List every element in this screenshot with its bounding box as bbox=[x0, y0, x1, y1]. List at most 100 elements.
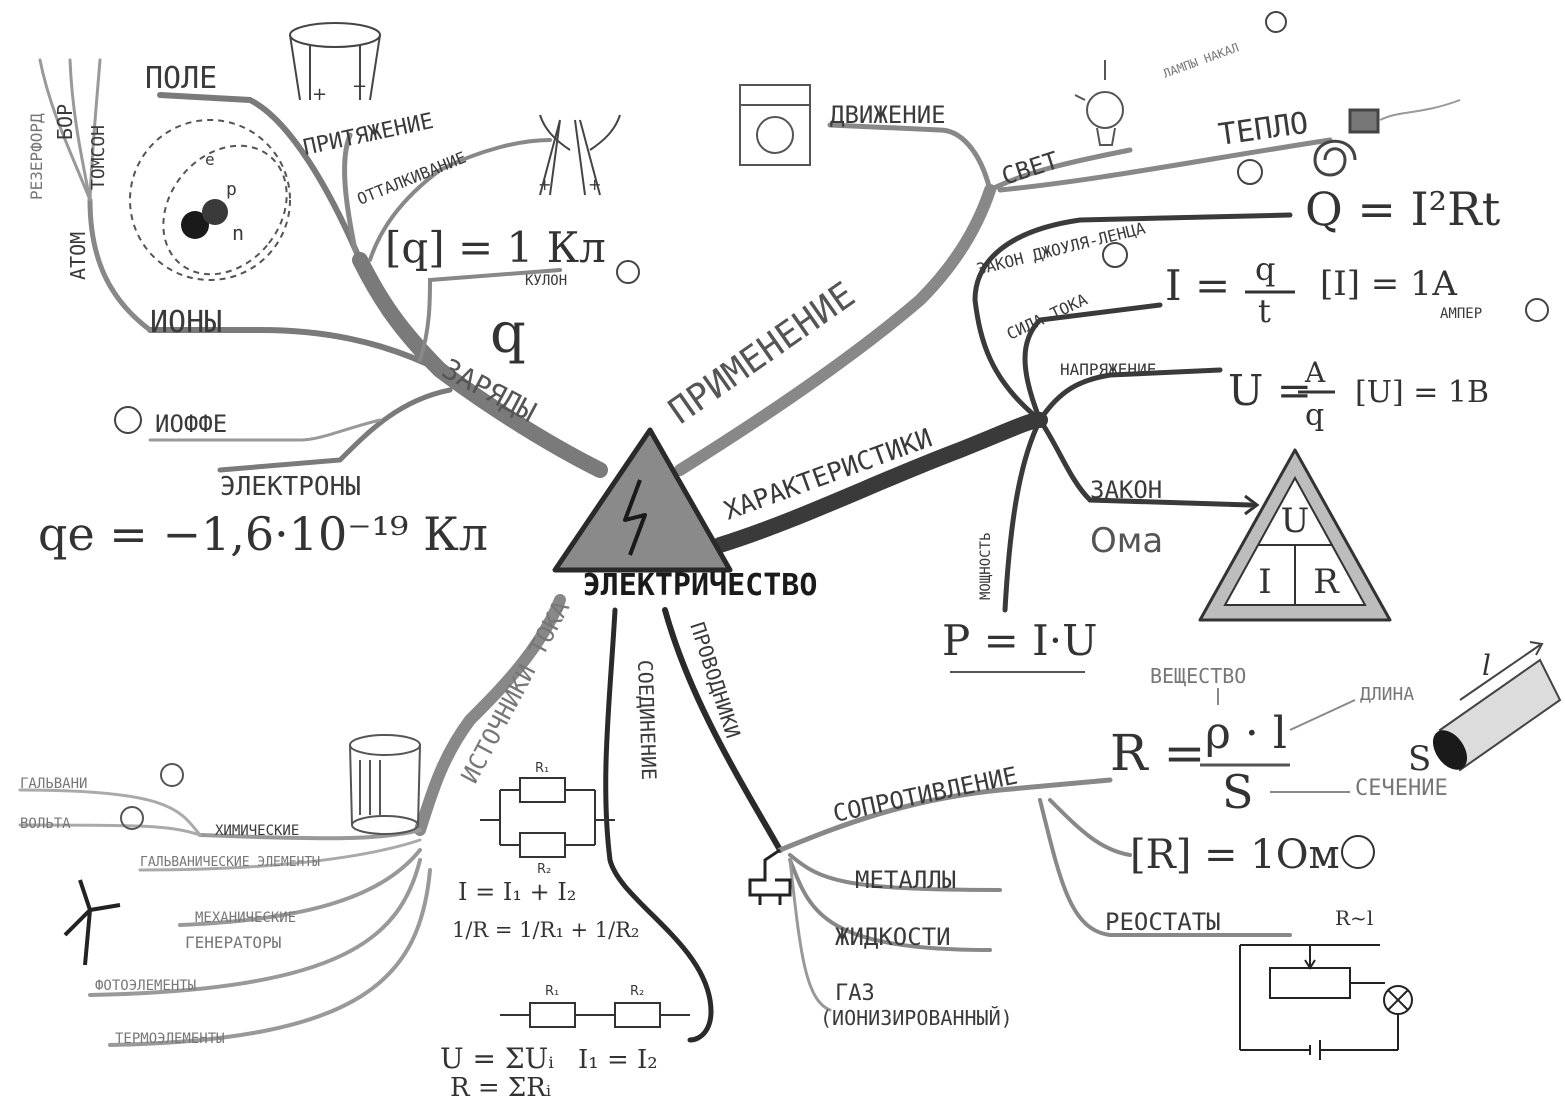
current-unit-name: АМПЕР bbox=[1440, 306, 1482, 322]
branch-sources-to-volta bbox=[18, 823, 202, 837]
atom-orbit bbox=[162, 144, 288, 276]
label-attraction: ПРИТЯЖЕНИЕ bbox=[301, 109, 436, 161]
smiley-icon bbox=[160, 763, 184, 787]
cylinder-icon bbox=[289, 22, 381, 101]
resistor-label: R₁ bbox=[535, 761, 549, 776]
light-bulb-icon bbox=[1074, 60, 1124, 146]
label-galvanic-elements: ГАЛЬВАНИЧЕСКИЕ ЭЛЕМЕНТЫ bbox=[140, 855, 320, 870]
voltage-unit: [U] = 1В bbox=[1355, 375, 1489, 410]
branch-conductors-to-metals bbox=[788, 853, 1002, 892]
series-current-formula: I₁ = I₂ bbox=[578, 1045, 658, 1075]
atom-part-label: p bbox=[226, 179, 237, 200]
label-thomson: ТОМСОН bbox=[88, 125, 109, 190]
current-formula-den: t bbox=[1258, 292, 1271, 330]
label-length: ДЛИНА bbox=[1360, 684, 1414, 705]
label-law-bottom: Ома bbox=[1090, 521, 1163, 561]
characteristics-branch: ХАРАКТЕРИСТИКИ ЗАКОН ДЖОУЛЯ-ЛЕНЦА Q = I²… bbox=[720, 159, 1549, 673]
smiley-icon bbox=[1265, 11, 1287, 33]
label-motion: ДВИЖЕНИЕ bbox=[830, 101, 946, 129]
branch-connection bbox=[603, 607, 714, 1043]
label-section: СЕЧЕНИЕ bbox=[1355, 776, 1448, 801]
heater-spiral-icon bbox=[1313, 99, 1461, 177]
label-gas-top: ГАЗ bbox=[835, 981, 875, 1006]
washing-machine-icon bbox=[739, 84, 811, 166]
series-circuit bbox=[500, 1002, 690, 1028]
atom-part-label: n bbox=[232, 221, 244, 245]
current-unit: [I] = 1А bbox=[1320, 264, 1458, 304]
windmill-icon bbox=[63, 879, 121, 966]
resistance-unit: [R] = 1Ом bbox=[1130, 832, 1340, 878]
label-ioffe: ИОФФЕ bbox=[155, 410, 227, 438]
parallel-current-formula: I = I₁ + I₂ bbox=[458, 878, 576, 906]
label-galvani: ГАЛЬВАНИ bbox=[20, 776, 87, 792]
label-law-top: ЗАКОН bbox=[1090, 476, 1162, 504]
atom-part-label: e bbox=[205, 150, 215, 169]
smiley-icon bbox=[616, 260, 640, 284]
arrow-icon bbox=[1230, 494, 1260, 516]
current-formula-lhs: I = bbox=[1165, 261, 1230, 310]
resistor-label: R₂ bbox=[537, 862, 551, 877]
label-lamps: ЛАМПЫ НАКАЛ bbox=[1161, 40, 1240, 80]
center-label: ЭЛЕКТРИЧЕСТВО bbox=[583, 568, 818, 603]
branch-conductors-to-gas bbox=[788, 858, 832, 1012]
label-voltage: НАПРЯЖЕНИЕ bbox=[1060, 360, 1156, 379]
conductors-branch: ПРОВОДНИКИ СОПРОТИВЛЕНИЕ R = ρ · l S ВЕЩ… bbox=[685, 619, 1562, 1060]
label-repulsion: ОТТАЛКИВАНИЕ bbox=[354, 148, 468, 209]
resistance-formula-den: S bbox=[1222, 765, 1254, 819]
label-bohr: БОР bbox=[53, 104, 77, 140]
branch-sources-to-mechanical bbox=[178, 848, 422, 927]
current-formula-num: q bbox=[1255, 250, 1275, 288]
label-rutherford: РЕЗЕРФОРД bbox=[27, 113, 46, 200]
series-resistance-formula: R = ΣRᵢ bbox=[450, 1073, 551, 1102]
smiley-icon bbox=[1341, 835, 1375, 869]
ohm-triangle-right: R bbox=[1313, 562, 1340, 602]
branch-electrons-to-ioffe bbox=[148, 418, 382, 442]
electron-charge-formula: qe = −1,6·10⁻¹⁹ Кл bbox=[38, 507, 488, 561]
joule-lenz-formula: Q = I²Rt bbox=[1305, 182, 1501, 236]
ohm-triangle: U I R bbox=[1198, 448, 1392, 622]
label-photoelements: ФОТОЭЛЕМЕНТЫ bbox=[95, 978, 196, 994]
branch-characteristics bbox=[712, 412, 1048, 553]
voltage-formula-den: q bbox=[1305, 398, 1324, 433]
warning-triangle-icon bbox=[552, 427, 733, 573]
lightning-bolt-icon bbox=[623, 479, 647, 556]
branch-applications-to-heat bbox=[997, 137, 1333, 193]
series-voltage-formula: U = ΣUᵢ bbox=[440, 1042, 554, 1075]
label-atom: АТОМ bbox=[66, 232, 90, 280]
branch-label-sources: ИСТОЧНИКИ ТОКА bbox=[456, 596, 576, 788]
label-substance: ВЕЩЕСТВО bbox=[1150, 664, 1246, 688]
branch-label-connection: СОЕДИНЕНИЕ bbox=[633, 659, 661, 780]
smiley-icon bbox=[114, 406, 142, 434]
smiley-icon bbox=[1525, 298, 1549, 322]
parallel-circuit bbox=[480, 777, 615, 858]
label-metals: МЕТАЛЛЫ bbox=[855, 866, 956, 894]
branch-sources-to-galv-elem bbox=[138, 838, 422, 872]
atom-diagram bbox=[129, 119, 291, 281]
branch-char-to-joule bbox=[972, 212, 1293, 423]
branch-charges-to-field bbox=[157, 92, 363, 263]
branch-charges-to-ions bbox=[147, 327, 443, 373]
label-thermoelements: ТЕРМОЭЛЕМЕНТЫ bbox=[115, 1031, 225, 1047]
branch-charges-to-electrons bbox=[217, 387, 453, 473]
label-liquids: ЖИДКОСТИ bbox=[835, 923, 951, 951]
branch-label-applications: ПРИМЕНЕНИЕ bbox=[662, 274, 863, 432]
center-node: ЭЛЕКТРИЧЕСТВО bbox=[552, 427, 818, 603]
charge-symbol: q bbox=[490, 301, 526, 366]
resistor-label: R₂ bbox=[630, 984, 644, 999]
branch-sources-to-thermo bbox=[108, 868, 432, 1047]
connector-line bbox=[1289, 699, 1356, 731]
smiley-icon bbox=[1237, 159, 1263, 185]
charges-branch: ЗАРЯДЫ q [q] = 1 Кл КУЛОН ПОЛЕ ПРИТЯЖЕНИ… bbox=[27, 22, 640, 561]
branch-char-to-voltage bbox=[1037, 367, 1223, 423]
plus-sign: + bbox=[312, 84, 327, 105]
branch-conductors bbox=[662, 607, 783, 853]
branch-label-conductors: ПРОВОДНИКИ bbox=[685, 619, 745, 741]
power-formula: P = I·U bbox=[942, 616, 1098, 665]
resistance-formula-num: ρ · l bbox=[1205, 708, 1287, 759]
branch-applications-to-light bbox=[987, 147, 1133, 193]
parallel-resistance-formula: 1/R = 1/R₁ + 1/R₂ bbox=[452, 918, 639, 942]
label-rheostats: РЕОСТАТЫ bbox=[1105, 908, 1221, 936]
voltage-formula-lhs: U = bbox=[1228, 366, 1312, 415]
label-power: МОЩНОСТЬ bbox=[978, 533, 994, 600]
plus-sign: + bbox=[538, 175, 551, 194]
